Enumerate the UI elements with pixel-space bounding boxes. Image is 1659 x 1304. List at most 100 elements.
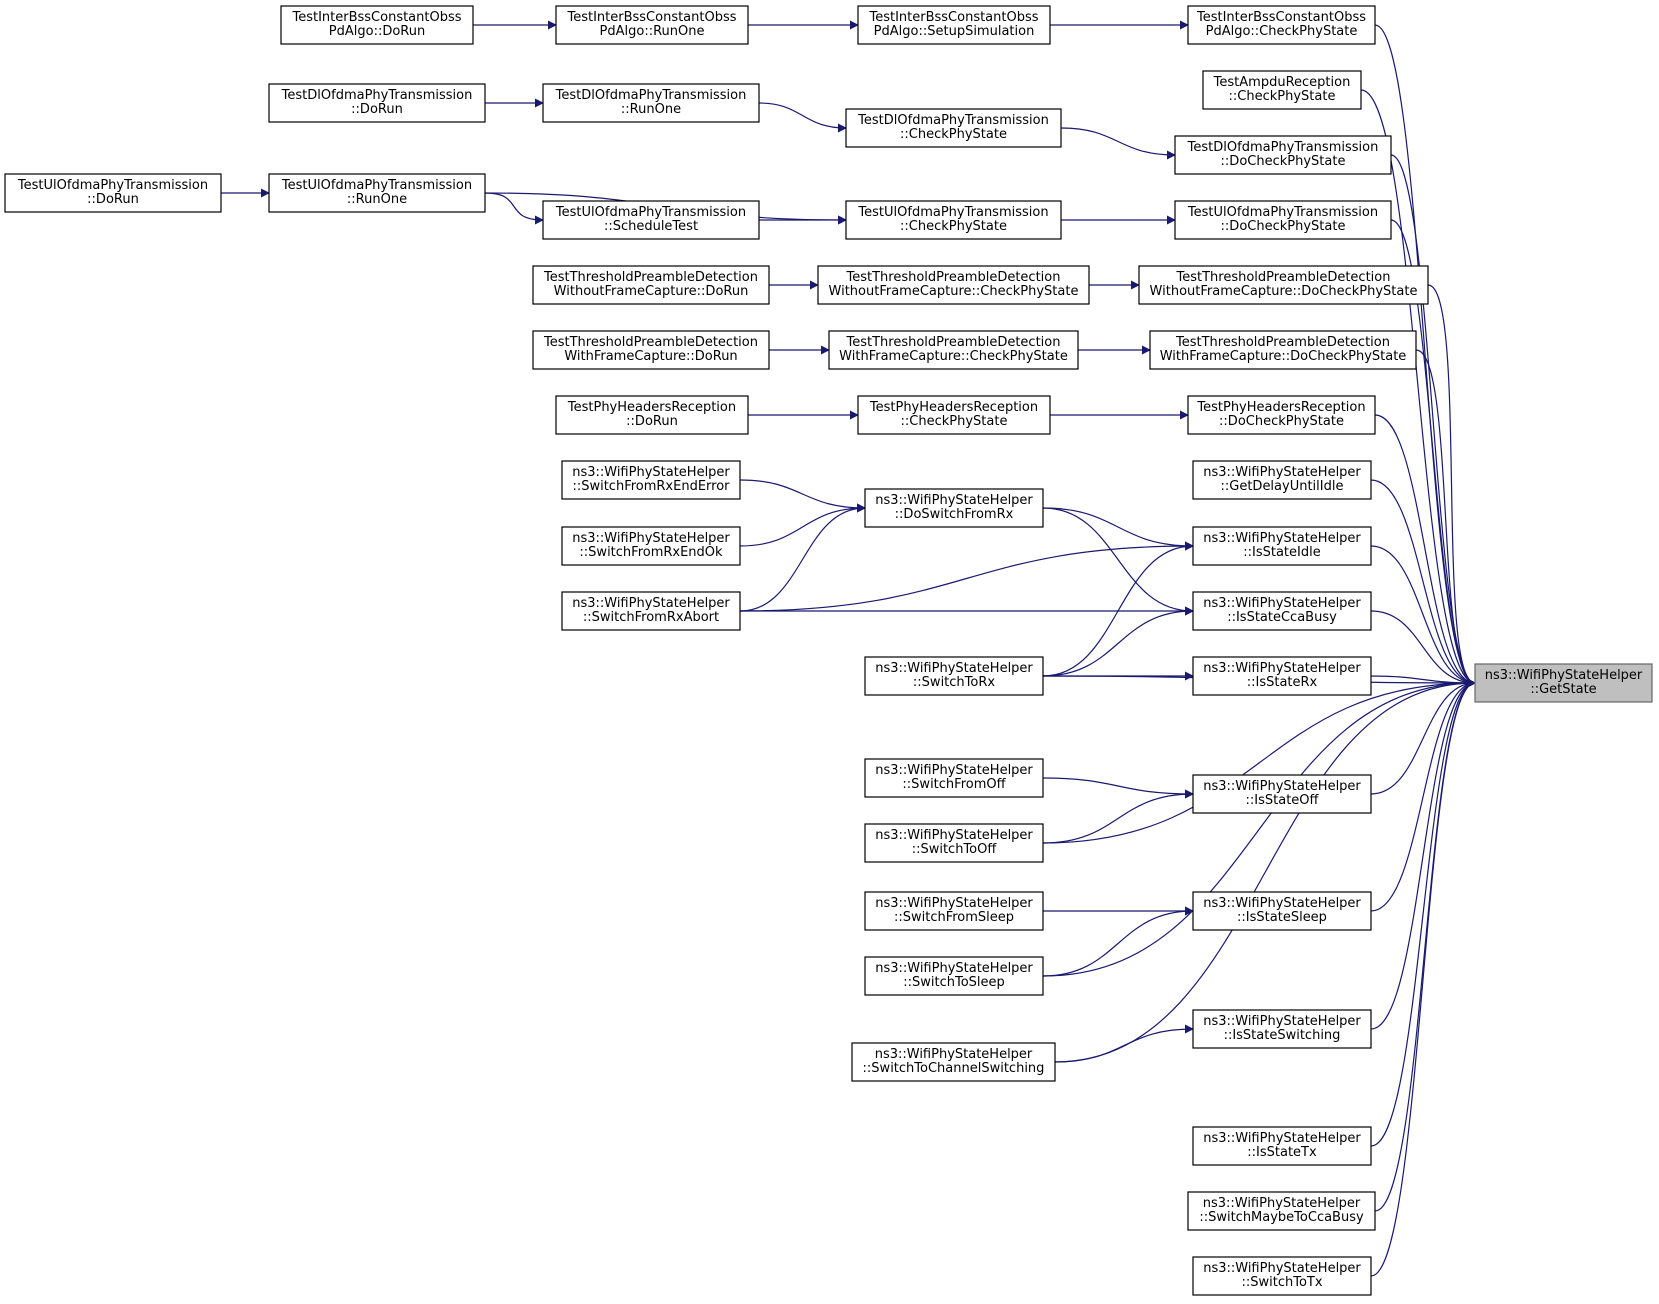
node-ib_setup[interactable]: TestInterBssConstantObssPdAlgo::SetupSim… <box>857 5 1051 45</box>
node-box[interactable] <box>1174 135 1392 175</box>
node-box[interactable] <box>1192 526 1372 566</box>
node-rxenderror[interactable]: ns3::WifiPhyStateHelper::SwitchFromRxEnd… <box>561 460 741 500</box>
node-box[interactable] <box>845 108 1062 148</box>
node-box[interactable] <box>864 891 1044 931</box>
node-box[interactable] <box>857 395 1051 435</box>
node-switchtooff[interactable]: ns3::WifiPhyStateHelper::SwitchToOff <box>864 823 1044 863</box>
node-box[interactable] <box>561 526 741 566</box>
edge-switchtosleep-to-issleep <box>1042 906 1194 977</box>
node-tpwo_dorun[interactable]: TestThresholdPreambleDetectionWithoutFra… <box>532 265 770 305</box>
edge-ph_docheck-to-getstate <box>1374 414 1476 688</box>
node-rxendok[interactable]: ns3::WifiPhyStateHelper::SwitchFromRxEnd… <box>561 526 741 566</box>
node-box[interactable] <box>845 200 1062 240</box>
node-box[interactable] <box>864 823 1044 863</box>
node-ul_docheck[interactable]: TestUlOfdmaPhyTransmission::DoCheckPhySt… <box>1174 200 1392 240</box>
node-ul_check[interactable]: TestUlOfdmaPhyTransmission::CheckPhyStat… <box>845 200 1062 240</box>
node-box[interactable] <box>555 5 749 45</box>
node-box[interactable] <box>857 5 1051 45</box>
node-box[interactable] <box>864 956 1044 996</box>
node-getstate[interactable]: ns3::WifiPhyStateHelper::GetState <box>1474 663 1653 703</box>
node-box[interactable] <box>864 656 1044 696</box>
edge-switchtotx-to-getstate <box>1370 678 1476 1277</box>
edge-rxendok-to-doswitchfromrx <box>739 503 866 547</box>
node-switchtochan[interactable]: ns3::WifiPhyStateHelper::SwitchToChannel… <box>851 1042 1056 1082</box>
node-isswitching[interactable]: ns3::WifiPhyStateHelper::IsStateSwitchin… <box>1192 1009 1372 1049</box>
node-box[interactable] <box>280 5 474 45</box>
node-dl_runone[interactable]: TestDlOfdmaPhyTransmission::RunOne <box>542 83 760 123</box>
node-box[interactable] <box>1192 1126 1372 1166</box>
node-ul_sched[interactable]: TestUlOfdmaPhyTransmission::ScheduleTest <box>542 200 760 240</box>
edge-switchtochan-to-isswitching <box>1054 1024 1194 1063</box>
node-box[interactable] <box>1174 200 1392 240</box>
node-box[interactable] <box>1192 774 1372 814</box>
node-tpw_docheck[interactable]: TestThresholdPreambleDetectionWithFrameC… <box>1149 330 1417 370</box>
node-box[interactable] <box>268 83 486 123</box>
node-ul_dorun[interactable]: TestUlOfdmaPhyTransmission::DoRun <box>4 173 222 213</box>
node-tpw_check[interactable]: TestThresholdPreambleDetectionWithFrameC… <box>828 330 1079 370</box>
node-box[interactable] <box>1187 1191 1376 1231</box>
node-doswitchfromrx[interactable]: ns3::WifiPhyStateHelper::DoSwitchFromRx <box>864 488 1044 528</box>
node-box[interactable] <box>1187 395 1376 435</box>
node-dl_dorun[interactable]: TestDlOfdmaPhyTransmission::DoRun <box>268 83 486 123</box>
node-box[interactable] <box>817 265 1090 305</box>
node-box[interactable] <box>1192 656 1372 696</box>
edge-dl_check-to-dl_docheck <box>1060 127 1176 160</box>
edge-switchtooff-to-isoff <box>1042 789 1194 844</box>
node-box[interactable] <box>1202 70 1362 110</box>
node-istx[interactable]: ns3::WifiPhyStateHelper::IsStateTx <box>1192 1126 1372 1166</box>
node-dl_docheck[interactable]: TestDlOfdmaPhyTransmission::DoCheckPhySt… <box>1174 135 1392 175</box>
node-switchtotx[interactable]: ns3::WifiPhyStateHelper::SwitchToTx <box>1192 1256 1372 1296</box>
node-ph_check[interactable]: TestPhyHeadersReception::CheckPhyState <box>857 395 1051 435</box>
node-box[interactable] <box>532 330 770 370</box>
node-box[interactable] <box>532 265 770 305</box>
edge-switchtosleep-to-getstate <box>1042 678 1476 977</box>
node-issleep[interactable]: ns3::WifiPhyStateHelper::IsStateSleep <box>1192 891 1372 931</box>
node-rxabort[interactable]: ns3::WifiPhyStateHelper::SwitchFromRxAbo… <box>561 591 741 631</box>
edge-rxabort-to-doswitchfromrx <box>739 503 866 612</box>
edge-isccabusy-to-getstate <box>1370 610 1476 688</box>
node-isrx[interactable]: ns3::WifiPhyStateHelper::IsStateRx <box>1192 656 1372 696</box>
node-ampdu_check[interactable]: TestAmpduReception::CheckPhyState <box>1202 70 1362 110</box>
node-switchtosleep[interactable]: ns3::WifiPhyStateHelper::SwitchToSleep <box>864 956 1044 996</box>
node-ph_docheck[interactable]: TestPhyHeadersReception::DoCheckPhyState <box>1187 395 1376 435</box>
node-isidle[interactable]: ns3::WifiPhyStateHelper::IsStateIdle <box>1192 526 1372 566</box>
edge-issleep-to-getstate <box>1370 678 1476 912</box>
node-isccabusy[interactable]: ns3::WifiPhyStateHelper::IsStateCcaBusy <box>1192 591 1372 631</box>
node-switchtorx[interactable]: ns3::WifiPhyStateHelper::SwitchToRx <box>864 656 1044 696</box>
node-box[interactable] <box>1192 591 1372 631</box>
node-box[interactable] <box>555 395 749 435</box>
node-tpwo_docheck[interactable]: TestThresholdPreambleDetectionWithoutFra… <box>1138 265 1429 305</box>
node-box[interactable] <box>1474 663 1653 703</box>
node-switchfromsleep[interactable]: ns3::WifiPhyStateHelper::SwitchFromSleep <box>864 891 1044 931</box>
node-box[interactable] <box>1138 265 1429 305</box>
node-box[interactable] <box>864 488 1044 528</box>
node-box[interactable] <box>561 591 741 631</box>
node-box[interactable] <box>1192 1256 1372 1296</box>
node-box[interactable] <box>268 173 486 213</box>
node-switchfromoff[interactable]: ns3::WifiPhyStateHelper::SwitchFromOff <box>864 758 1044 798</box>
node-box[interactable] <box>828 330 1079 370</box>
node-box[interactable] <box>851 1042 1056 1082</box>
node-box[interactable] <box>864 758 1044 798</box>
node-box[interactable] <box>1187 5 1376 45</box>
node-box[interactable] <box>542 83 760 123</box>
node-box[interactable] <box>1192 891 1372 931</box>
node-tpwo_check[interactable]: TestThresholdPreambleDetectionWithoutFra… <box>817 265 1090 305</box>
node-maybecca[interactable]: ns3::WifiPhyStateHelper::SwitchMaybeToCc… <box>1187 1191 1376 1231</box>
node-box[interactable] <box>4 173 222 213</box>
node-isoff[interactable]: ns3::WifiPhyStateHelper::IsStateOff <box>1192 774 1372 814</box>
node-ib_check[interactable]: TestInterBssConstantObssPdAlgo::CheckPhy… <box>1187 5 1376 45</box>
node-box[interactable] <box>1149 330 1417 370</box>
node-box[interactable] <box>1192 1009 1372 1049</box>
node-dl_check[interactable]: TestDlOfdmaPhyTransmission::CheckPhyStat… <box>845 108 1062 148</box>
node-tpw_dorun[interactable]: TestThresholdPreambleDetectionWithFrameC… <box>532 330 770 370</box>
node-box[interactable] <box>1192 460 1372 500</box>
node-box[interactable] <box>561 460 741 500</box>
node-ph_dorun[interactable]: TestPhyHeadersReception::DoRun <box>555 395 749 435</box>
node-ul_runone[interactable]: TestUlOfdmaPhyTransmission::RunOne <box>268 173 486 213</box>
node-box[interactable] <box>542 200 760 240</box>
edge-dl_docheck-to-getstate <box>1390 154 1476 688</box>
node-getdelay[interactable]: ns3::WifiPhyStateHelper::GetDelayUntilId… <box>1192 460 1372 500</box>
